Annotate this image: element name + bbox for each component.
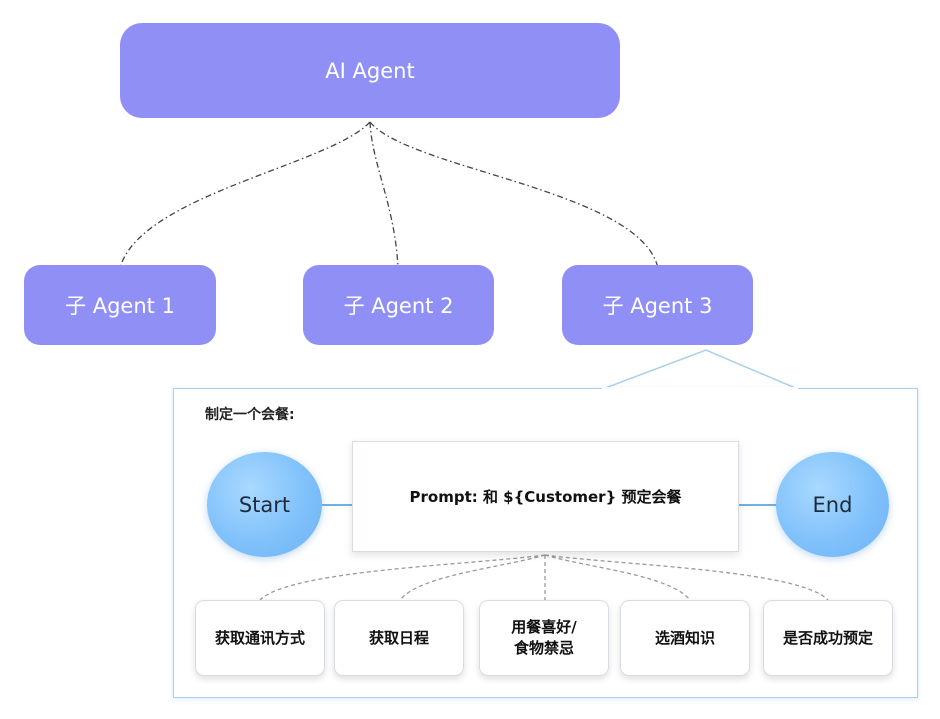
sub-agent-2-label: 子 Agent 2 <box>343 294 454 318</box>
start-node: Start <box>207 452 322 557</box>
task-5-line-1: 是否成功预定 <box>782 628 873 647</box>
prompt-text: Prompt: 和 ${Customer} 预定会餐 <box>409 488 682 506</box>
connector-prompt-to-task-4 <box>544 554 691 601</box>
task-get-schedule: 获取日程 <box>334 600 464 676</box>
connector-ai-to-agent-3 <box>369 121 659 269</box>
task-get-contact: 获取通讯方式 <box>195 600 325 676</box>
task-1-line-1: 获取通讯方式 <box>214 628 305 647</box>
sub-agent-3-label: 子 Agent 3 <box>602 294 713 318</box>
task-booking-success: 是否成功预定 <box>763 600 893 676</box>
panel-pointer-gap <box>602 387 798 391</box>
connector-prompt-to-task-1 <box>259 554 546 601</box>
task-wine-knowledge: 选酒知识 <box>620 600 750 676</box>
task-3-line-1: 用餐喜好/ <box>511 618 577 636</box>
connector-prompt-to-task-5 <box>544 554 829 601</box>
panel-pointer <box>599 349 801 391</box>
task-2-line-1: 获取日程 <box>368 628 429 647</box>
end-label: End <box>812 492 853 517</box>
task-3-line-2: 食物禁忌 <box>513 639 574 657</box>
connector-prompt-to-task-2 <box>399 554 546 601</box>
ai-agent-label: AI Agent <box>325 58 415 83</box>
sub-agent-1-node: 子 Agent 1 <box>24 265 216 345</box>
sub-agent-1-label: 子 Agent 1 <box>65 294 175 318</box>
task-4-line-1: 选酒知识 <box>654 628 715 647</box>
sub-agent-3-node: 子 Agent 3 <box>562 265 753 345</box>
panel-title: 制定一个会餐: <box>205 407 295 423</box>
sub-agent-2-node: 子 Agent 2 <box>303 265 494 345</box>
task-dining-preferences: 用餐喜好/ 食物禁忌 <box>479 600 609 676</box>
connector-ai-to-agent-2 <box>369 121 399 269</box>
prompt-box: Prompt: 和 ${Customer} 预定会餐 <box>352 441 739 552</box>
ai-agent-node: AI Agent <box>120 23 620 118</box>
connector-ai-to-agent-1 <box>119 121 371 269</box>
end-node: End <box>776 452 889 557</box>
start-label: Start <box>238 492 291 517</box>
